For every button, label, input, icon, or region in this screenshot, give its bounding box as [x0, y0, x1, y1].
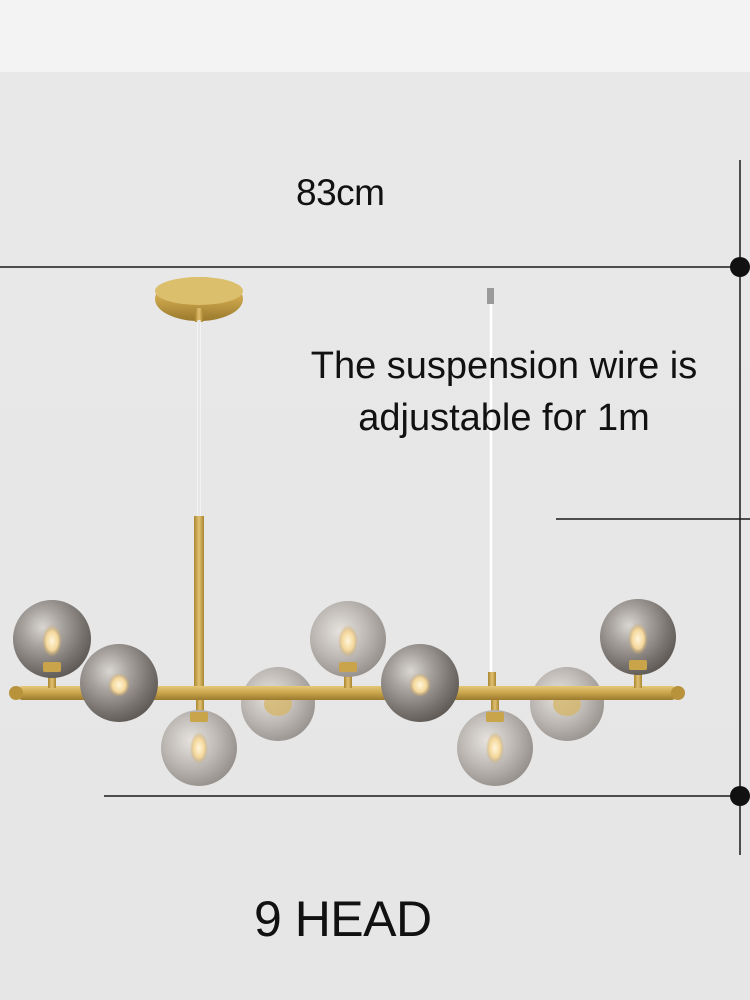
globe-arms — [48, 670, 642, 712]
suspension-wire-note: The suspension wire is adjustable for 1m — [284, 340, 724, 444]
globe-2 — [80, 644, 158, 722]
wire-note-line-2: adjustable for 1m — [358, 397, 650, 439]
dimension-dot-top — [730, 257, 750, 277]
globe-6 — [457, 710, 533, 786]
suspension-wires — [197, 288, 494, 680]
dimension-lines — [0, 160, 750, 855]
back-globes — [241, 667, 604, 741]
globe-4 — [310, 601, 386, 677]
center-stem — [194, 516, 204, 694]
globe-shades — [13, 599, 676, 786]
wire-note-line-1: The suspension wire is — [310, 345, 698, 387]
ceiling-canopy — [155, 277, 243, 322]
globe-3 — [161, 710, 237, 786]
head-count-label: 9 HEAD — [254, 891, 432, 947]
globe-1 — [13, 600, 91, 678]
horizontal-bar — [9, 686, 685, 700]
globe-5 — [381, 644, 459, 722]
right-stem — [488, 672, 496, 694]
width-dimension-label: 83cm — [296, 172, 385, 213]
globe-7 — [600, 599, 676, 675]
dimension-dot-bottom — [730, 786, 750, 806]
